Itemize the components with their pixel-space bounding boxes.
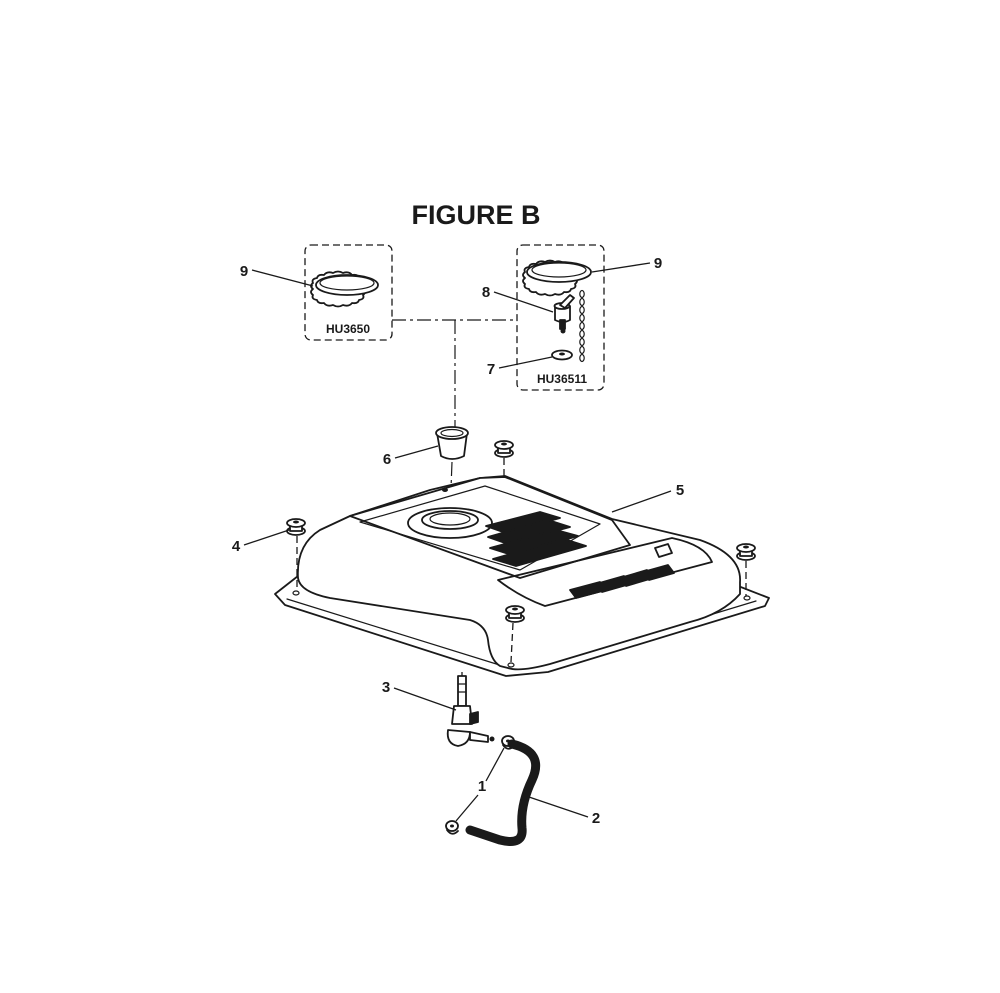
fuel-line-icon xyxy=(465,739,541,846)
tank-top-ribs xyxy=(485,511,587,567)
callout-9-right: 9 xyxy=(591,255,662,273)
callout-1: 1 xyxy=(455,747,505,822)
kit-label-left: HU3650 xyxy=(326,322,370,336)
tank-front-ribs xyxy=(569,564,675,599)
grommet-front-icon xyxy=(505,605,525,663)
grommet-left-icon xyxy=(286,518,306,590)
callout-9-left: 9 xyxy=(240,263,314,287)
vent-valve-icon xyxy=(553,294,575,334)
svg-text:6: 6 xyxy=(383,451,391,468)
callout-8: 8 xyxy=(482,284,554,313)
grommet-right-icon xyxy=(736,543,756,596)
kit-box-right: HU36511 xyxy=(516,244,605,391)
callout-3: 3 xyxy=(382,679,457,711)
svg-text:7: 7 xyxy=(487,361,495,378)
fuel-strainer-icon xyxy=(435,426,469,460)
hose-clamp-lower-icon xyxy=(445,820,459,835)
callout-4: 4 xyxy=(232,529,290,555)
fuel-cap-left-icon xyxy=(310,270,379,308)
svg-text:2: 2 xyxy=(592,810,600,827)
svg-text:9: 9 xyxy=(654,255,662,272)
callout-7: 7 xyxy=(487,356,553,378)
svg-text:5: 5 xyxy=(676,482,684,499)
svg-text:3: 3 xyxy=(382,679,390,696)
svg-text:8: 8 xyxy=(482,284,490,301)
callout-2: 2 xyxy=(528,796,600,827)
washer-icon xyxy=(551,349,573,361)
grommet-icons xyxy=(286,440,756,663)
svg-text:9: 9 xyxy=(240,263,248,280)
grommet-top-icon xyxy=(494,440,514,478)
fuel-tank-icon xyxy=(274,475,770,677)
chain-icon xyxy=(579,289,585,363)
kit-label-right: HU36511 xyxy=(537,372,587,386)
svg-text:1: 1 xyxy=(478,778,486,795)
fuel-valve-icon xyxy=(446,672,495,747)
fuel-cap-right-icon xyxy=(522,259,592,297)
svg-text:4: 4 xyxy=(232,538,241,555)
kit-box-left: HU3650 xyxy=(304,244,393,341)
callout-5: 5 xyxy=(611,482,684,513)
figure-title: FIGURE B xyxy=(411,200,540,230)
callout-6: 6 xyxy=(383,445,439,468)
